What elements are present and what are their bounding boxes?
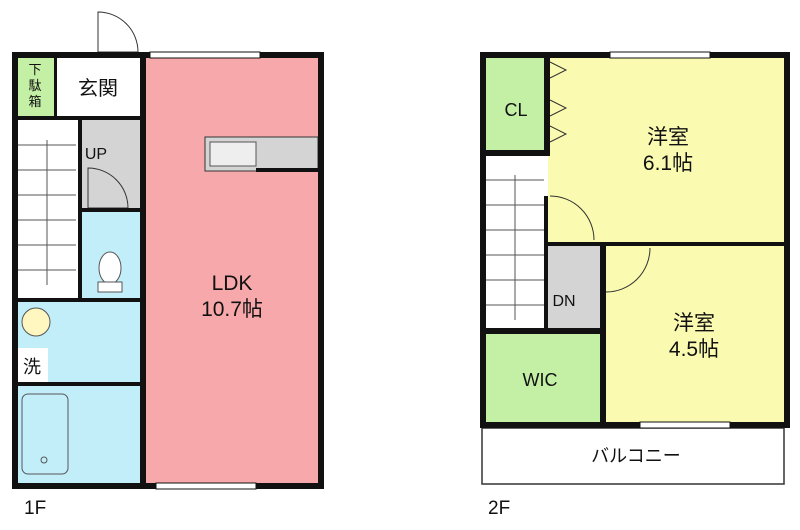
wall-wic-top [480, 328, 604, 334]
stair-1f-steps [18, 140, 76, 285]
kitchen-sink [209, 141, 257, 167]
window-2f-bottom [639, 421, 731, 429]
shoe-box-label-2: 駄 [28, 78, 41, 93]
wall-wash-top [12, 298, 140, 302]
wall-shoe-right [54, 58, 57, 118]
shoe-box-area [16, 58, 54, 118]
window-1f-top [149, 51, 261, 59]
bath-drain [40, 456, 48, 464]
closet-area [486, 58, 546, 152]
wall-stair-2f-right [544, 196, 548, 330]
stair-up-label: UP [85, 146, 107, 163]
ldk-size-label: 10.7帖 [201, 298, 263, 321]
wall-bath-top [12, 382, 140, 386]
hall-door-swing [87, 167, 129, 209]
wall-2f-right [784, 52, 790, 428]
floor-2-plan: CL 洋室 6.1帖 DN 洋室 4.5帖 WIC バルコニー 2F [480, 51, 790, 519]
bedroom2-area [604, 246, 784, 422]
window-2f-top [609, 51, 711, 59]
wash-label-box [16, 348, 48, 384]
floor-2-label: 2F [488, 498, 510, 519]
wall-2f-left [480, 52, 486, 428]
wall-ldk-left [140, 52, 146, 489]
bedroom1-area [548, 58, 784, 242]
shoe-box-label-1: 下 [28, 62, 41, 77]
bedroom1-door-swing [549, 195, 595, 241]
bedroom1-size-label: 6.1帖 [643, 152, 693, 175]
bedroom2-door-swing [605, 247, 651, 293]
hall-1f-area [80, 118, 140, 210]
wall-toilet-top [80, 208, 140, 212]
toilet-bowl [98, 251, 122, 285]
wall-1f-right [318, 52, 324, 489]
floor-1-plan: 下 駄 箱 玄関 UP LDK 10.7帖 洗 1F [12, 11, 324, 519]
window-1f-bottom [155, 482, 257, 490]
bedroom1-label: 洋室 [647, 126, 689, 149]
closet-door-marks [549, 61, 568, 143]
wall-counter [256, 168, 320, 172]
wall-entry-bottom [12, 116, 140, 120]
bedroom2-label: 洋室 [673, 312, 715, 335]
wall-hall-right [600, 246, 606, 426]
wall-closet-right [544, 58, 550, 156]
stair-2f-steps [486, 175, 544, 320]
bathtub [21, 393, 69, 475]
entrance-label: 玄関 [78, 77, 118, 100]
toilet-tank [97, 281, 123, 293]
shoe-box-label-3: 箱 [28, 94, 41, 109]
hall-2f-area [548, 246, 602, 328]
wall-2f-bottom [480, 422, 790, 428]
washroom-label: 洗 [23, 357, 41, 377]
wall-bedroom-divider [548, 242, 790, 246]
wic-label: WIC [523, 370, 558, 390]
balcony-label: バルコニー [591, 446, 681, 466]
ldk-area [146, 58, 320, 485]
ldk-label: LDK [212, 272, 253, 295]
stair-down-label: DN [552, 293, 575, 310]
closet-label: CL [504, 100, 527, 120]
entrance-area [54, 58, 144, 118]
entrance-door-swing [97, 11, 139, 53]
bedroom2-size-label: 4.5帖 [669, 338, 719, 361]
floor-1-label: 1F [24, 498, 46, 519]
wash-basin [21, 307, 51, 337]
balcony-area [481, 427, 785, 485]
wic-area [486, 334, 602, 422]
wall-closet-bottom [480, 150, 548, 156]
wall-1f-left [12, 52, 18, 489]
